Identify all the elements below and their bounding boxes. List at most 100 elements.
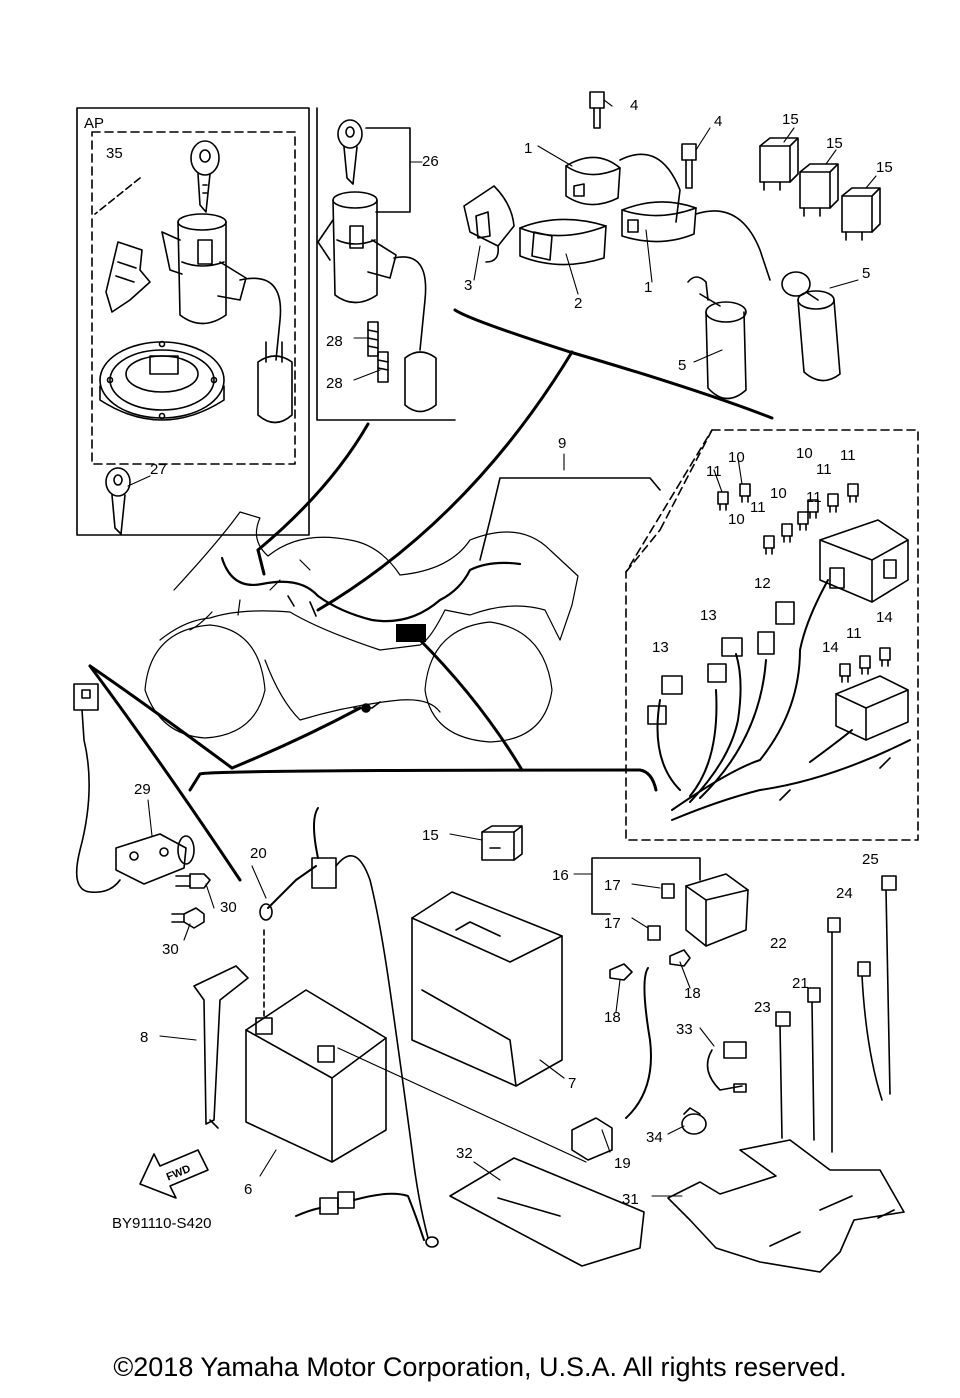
callout-13-a: 13 [700,607,717,624]
callout-5-right: 5 [862,265,870,282]
relay-15c-icon [841,187,881,241]
cable-ties-icon [775,875,897,1153]
ignition-coil-2-icon [519,218,607,266]
callout-12: 12 [754,575,771,592]
ap-kit-panel [76,107,310,536]
callout-2: 2 [574,295,582,312]
callout-3: 3 [464,277,472,294]
callout-11-a: 11 [706,463,722,480]
bolt-4a-icon [589,91,605,129]
callout-14-a: 14 [876,609,893,626]
ignition-switch-panel [316,107,456,421]
callout-25: 25 [862,851,879,868]
callout-1-right: 1 [644,279,652,296]
callout-4-top: 4 [630,97,638,114]
callout-33: 33 [676,1021,693,1038]
callout-15-b: 15 [826,135,843,152]
bolt-30-icons [171,873,211,929]
callout-35: 35 [106,145,123,162]
leader-lines [127,99,877,1197]
lock-plate-icon [105,241,151,313]
clamp-34-icon [681,1107,707,1135]
lead-19-icon [571,967,652,1161]
fwd-label: FWD [165,1163,193,1184]
callout-30-a: 30 [220,899,237,916]
callout-28-b: 28 [326,375,343,392]
screw-28b-icon [377,351,389,383]
key-35-icon [190,140,220,213]
callout-22: 22 [770,935,787,952]
callout-13-b: 13 [652,639,669,656]
ignition-switch-icon [317,191,427,351]
starter-relay-16-icon [591,857,749,947]
plug-cap-5a-icon [687,276,747,400]
callout-14-b: 14 [822,639,839,656]
callout-32: 32 [456,1145,473,1162]
callout-17-a: 17 [604,877,621,894]
callout-11-f: 11 [806,489,822,506]
ignition-coil-1a-icon [565,153,681,223]
callout-11-b: 11 [816,461,832,478]
relay-15b-icon [799,163,839,217]
callout-5-left: 5 [678,357,686,374]
ignition-coil-1b-icon [621,201,771,281]
bolt-18-icons [609,949,691,981]
relay-15d-icon [481,825,523,861]
callout-18-b: 18 [684,985,701,1002]
callout-11-d: 11 [750,499,766,516]
callout-10-d: 10 [728,511,745,528]
callout-16: 16 [552,867,569,884]
bolt-4b-icon [681,143,697,189]
ignition-switch-ap-icon [161,213,282,361]
fuse-box-icon [819,519,909,603]
relay-12-icon [775,601,795,625]
battery-6-icon [245,989,387,1163]
callout-10-c: 10 [770,485,787,502]
callout-21: 21 [792,975,809,992]
callout-27: 27 [150,461,167,478]
wire-harness-9-icon [220,477,661,713]
key-27-icon [105,467,131,535]
drawing-code: BY91110-S420 [112,1215,212,1232]
callout-18-a: 18 [604,1009,621,1026]
callout-24: 24 [836,885,853,902]
callout-9: 9 [558,435,566,452]
callout-30-b: 30 [162,941,179,958]
callout-15-c: 15 [876,159,893,176]
connector-26-icon [404,351,437,413]
callout-8: 8 [140,1029,148,1046]
callout-28-a: 28 [326,333,343,350]
ignition-coil-group [453,91,881,420]
plug-cap-5b-icon [781,271,841,382]
sheet-32-icon [449,1157,645,1267]
battery-case-7-icon [411,891,563,1087]
callout-26: 26 [422,153,439,170]
fuse-box-2-icon [835,675,909,741]
screw-28a-icon [367,321,379,357]
callout-1-top: 1 [524,140,532,157]
connection-lines [88,350,658,882]
cap-3-icon [463,185,515,263]
callout-31: 31 [622,1191,639,1208]
lead-20-icon [259,807,429,1239]
clamp-33-icon [706,1041,747,1093]
callout-19: 19 [614,1155,631,1172]
callout-11-c: 11 [840,447,856,464]
sheet-31-icon [667,1139,905,1273]
motorcycle-outline [144,511,579,743]
relay-15a-icon [759,137,799,191]
callout-34: 34 [646,1129,663,1146]
fuse-icons [717,483,891,683]
sensor-29-icon [73,683,195,894]
callout-4-right: 4 [714,113,722,130]
fwd-arrow-icon [139,1149,209,1199]
callout-29: 29 [134,781,151,798]
callout-15-d: 15 [422,827,439,844]
fuel-cap-icon [99,340,225,421]
callout-10-a: 10 [728,449,745,466]
callout-20: 20 [250,845,267,862]
battery-band-8-icon [193,965,249,1129]
callout-7: 7 [568,1075,576,1092]
callout-15-a: 15 [782,111,799,128]
callout-23: 23 [754,999,771,1016]
